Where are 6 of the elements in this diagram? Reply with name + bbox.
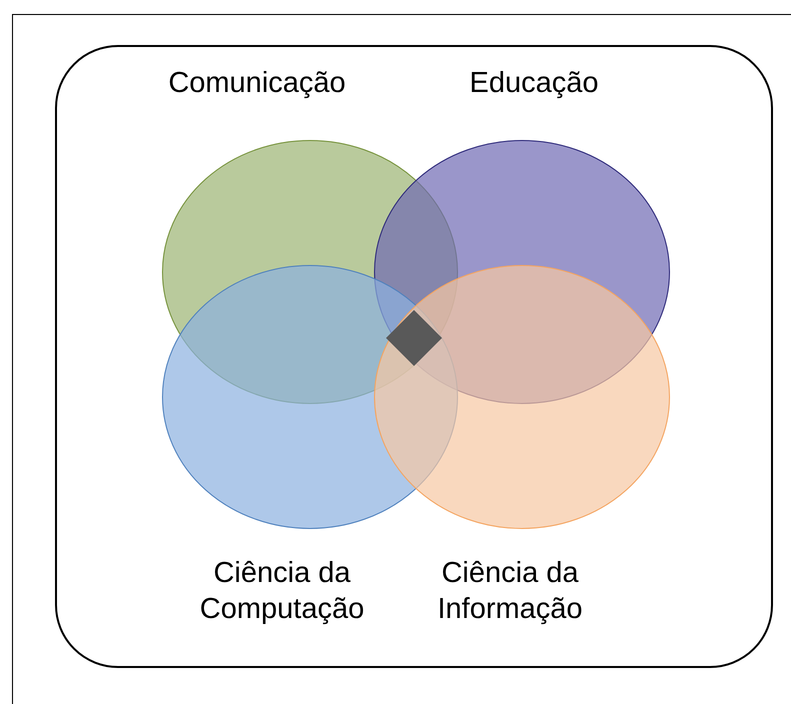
center-diamond bbox=[386, 310, 442, 366]
rounded-frame bbox=[55, 45, 773, 668]
set-label: Ciência da Computação bbox=[198, 556, 366, 627]
set-label: Comunicação bbox=[167, 66, 347, 101]
set-label: Ciência da Informação bbox=[436, 556, 584, 627]
set-label: Educação bbox=[468, 66, 600, 101]
